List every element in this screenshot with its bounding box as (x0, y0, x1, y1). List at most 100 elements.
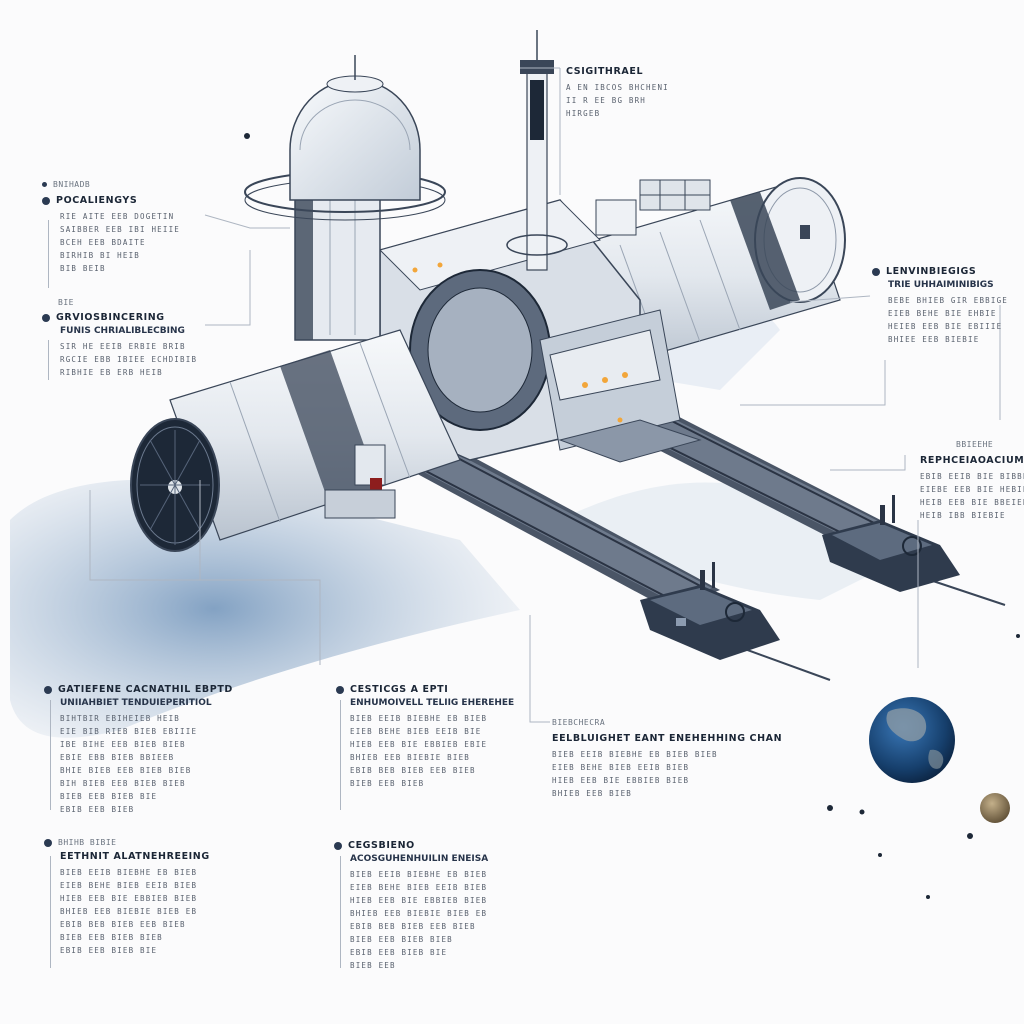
callout-line: EBIE EBB BIEB BBIEEB (60, 753, 175, 762)
callout-kicker: BIEBCHECRA (552, 718, 606, 727)
callout-line: BIRHIB BI HEIB (60, 251, 141, 260)
observation-tower (244, 171, 446, 341)
callout-line: BIHTBIR EBIHEIEB HEIB (60, 714, 181, 723)
callout-line: IBE BIHE EEB BIEB BIEB (60, 740, 186, 749)
callout-bottom-mid-1: CESTICGS A EPTI ENHUMOIVELL TELIIG EHERE… (336, 684, 514, 790)
bullet-dot-icon (42, 313, 50, 322)
callout-kicker: BIE (58, 298, 74, 307)
observation-dome (289, 55, 421, 201)
callout-title: EELBLUIGHET EANT ENEHEHHING CHAN (552, 733, 783, 744)
leader-lines (89, 67, 1001, 723)
callout-line: EBIB BEB BIEB EEB BIEB (350, 922, 476, 931)
bullet-dot-icon (334, 841, 342, 850)
rooftop-scaffolding (595, 179, 711, 236)
callout-line: BIEB EEB BIEB BIEB (60, 933, 163, 942)
callout-text-lines: BEBE BHIEB GIR EBBIGE EIEB BEHE BIE EHBI… (888, 294, 1008, 346)
callout-left-1: BNIHADB POCALIENGYS RIE AITE EEB DOGETIN… (42, 180, 180, 275)
callout-line: HIEB EEB BIE EBBIEB BIEB (350, 896, 488, 905)
callout-text-lines: SIR HE EEIB ERBIE BRIB RGCIE EBB IBIEE E… (60, 340, 197, 379)
callout-title: REPHCEIAOACIUM (920, 455, 1024, 466)
planet-earth-icon (869, 697, 955, 783)
callout-line: HIEB EEB BIE EBBIEB BIEB (60, 894, 198, 903)
bullet-dot-icon (44, 685, 52, 694)
callout-line: BIEB EEB BIEB BIE (60, 792, 158, 801)
callout-subtitle: ACOSGUHENHUILIN ENEISA (350, 854, 489, 864)
callout-line: BHIEE EEB BIEBIE (888, 335, 980, 344)
bullet-dot-icon (336, 685, 344, 694)
rail-extension-2 (929, 579, 1006, 606)
callout-line: EIEB BEHE BIEB EEIB BIEB (350, 883, 488, 892)
callout-line: EBIB BEB BIEB EEB BIEB (60, 920, 186, 929)
callout-kicker: BHIHB BIBIE (58, 838, 117, 847)
callout-bottom-right: BIEBCHECRA EELBLUIGHET EANT ENEHEHHING C… (552, 718, 782, 800)
callout-subtitle: FUNIS CHRIALIBLECBING (60, 326, 185, 336)
callout-line: II R EE BG BRH (566, 96, 647, 105)
callout-rule (50, 700, 51, 810)
callout-rule (340, 700, 341, 810)
callout-line: BIEB EEIB BIEBHE EB BIEB (350, 714, 488, 723)
callout-line: BIH BIEB EEB BIEB BIEB (60, 779, 186, 788)
callout-line: EIEB BEHE BIEB EEIB BIE (350, 727, 482, 736)
callout-right-2: BBIEEHE REPHCEIAOACIUM EBIB EEIB BIE BIB… (920, 440, 1024, 522)
callout-line: HIEB EEB BIE EBBIEB BIEB (552, 776, 690, 785)
bullet-dot-icon (42, 196, 50, 205)
callout-line: BCEH EEB BDAITE (60, 238, 146, 247)
callout-bottom-left-1: GATIEFENE CACNATHIL EBPTD UNIIAHBIET TEN… (44, 684, 233, 816)
cylinder-module-front (130, 329, 461, 552)
callout-right-1: LENVINBIEGIGS TRIE UHHAIMINIBIGS BEBE BH… (872, 266, 1008, 346)
rover-vehicle-left (640, 562, 780, 660)
callout-line: EBIB EEB BIEB BIE (60, 946, 158, 955)
callout-rule (340, 856, 341, 968)
callout-kicker: BNIHADB (53, 180, 91, 189)
callout-left-2: BIE GRVIOSBINCERING FUNIS CHRIALIBLECBIN… (42, 298, 197, 379)
callout-rule (48, 220, 49, 288)
central-hub (297, 199, 702, 463)
callout-line: RIBHIE EB ERB HEIB (60, 368, 163, 377)
callout-title: EETHNIT ALATNEHREEING (60, 851, 210, 862)
callout-line: RGCIE EBB IBIEE ECHDIBIB (60, 355, 198, 364)
callout-text-lines: EBIB EEIB BIE BIBBE EIEBE EEB BIE HEBIEE… (920, 470, 1024, 522)
callout-line: BIEB EEB BIEB BIEB (350, 935, 453, 944)
callout-line: BIEB EEIB BIEBHE EB BIEB BIEB (552, 750, 718, 759)
decorative-dots (244, 133, 1020, 899)
callout-text-lines: RIE AITE EEB DOGETIN SAIBBER EEB IBI HEI… (60, 210, 180, 275)
callout-line: SAIBBER EEB IBI HEIIE (60, 225, 181, 234)
callout-line: BHIE BIEB EEB BIEB BIEB (60, 766, 192, 775)
callout-line: A EN IBCOS BHCHENI (566, 83, 669, 92)
callout-line: BHIEB EEB BIEBIE BIEB EB (60, 907, 198, 916)
callout-line: HEIB IBB BIEBIE (920, 511, 1006, 520)
callout-line: HEIB EEB BIE BBEIEB (920, 498, 1024, 507)
callout-line: BEBE BHIEB GIR EBBIGE (888, 296, 1009, 305)
callout-line: EIE BIB RIEB BIEB EBIIIE (60, 727, 198, 736)
callout-line: BIEB EEB (350, 961, 396, 970)
callout-title: GRVIOSBINCERING (56, 312, 165, 323)
rover-vehicle-right (822, 495, 960, 592)
callout-text-lines: A EN IBCOS BHCHENI II R EE BG BRH HIRGEB (566, 81, 669, 120)
bullet-dot-icon (44, 838, 52, 847)
callout-text-lines: BIEB EEIB BIEBHE EB BIEB EIEB BEHE BIEB … (350, 712, 514, 790)
callout-line: HIRGEB (566, 109, 601, 118)
callout-line: EIEB BEHE BIEB EEIB BIEB (552, 763, 690, 772)
callout-line: EBIB EEIB BIE BIBBE (920, 472, 1024, 481)
callout-line: BHIEB EEB BIEB (552, 789, 633, 798)
callout-line: BHIEB EEB BIEBIE BIEB EB (350, 909, 488, 918)
ground-shadow (10, 479, 520, 738)
callout-text-lines: BIEB EEIB BIEBHE EB BIEB BIEB EIEB BEHE … (552, 748, 782, 800)
callout-line: BIEB EEB BIEB (350, 779, 425, 788)
callout-line: EBIB EEB BIEB (60, 805, 135, 814)
callout-line: BIEB EEIB BIEBHE EB BIEB (60, 868, 198, 877)
callout-line: HIEB EEB BIE EBBIEB EBIE (350, 740, 488, 749)
callout-rule (48, 340, 49, 380)
callout-line: EIEB BEHE BIEB EEIB BIEB (60, 881, 198, 890)
planet-moon-icon (980, 793, 1010, 823)
bullet-dot-icon (872, 267, 880, 276)
callout-line: BHIEB EEB BIEBIE BIEB (350, 753, 471, 762)
callout-bottom-mid-2: CEGSBIENO ACOSGUHENHUILIN ENEISA BIEB EE… (334, 840, 488, 972)
callout-text-lines: BIEB EEIB BIEBHE EB BIEB EIEB BEHE BIEB … (350, 868, 488, 972)
callout-title: CESTICGS A EPTI (350, 684, 449, 695)
callout-subtitle: UNIIAHBIET TENDUIEPERITIOL (60, 698, 212, 708)
callout-line: RIE AITE EEB DOGETIN (60, 212, 175, 221)
callout-line: BIB BEIB (60, 264, 106, 273)
callout-subtitle: TRIE UHHAIMINIBIGS (888, 280, 994, 290)
